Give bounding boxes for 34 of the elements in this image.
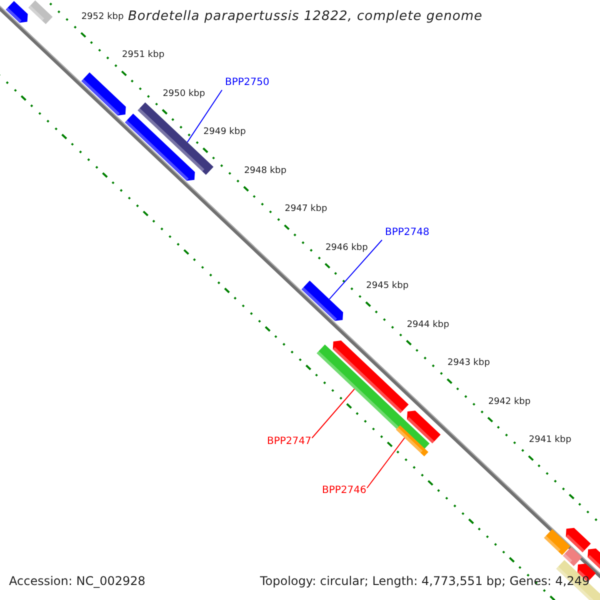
- leader-line: [312, 388, 355, 438]
- scale-label: 2944 kbp: [406, 320, 450, 330]
- gene-label: BPP2750: [225, 77, 270, 89]
- gene-bar: [544, 529, 570, 556]
- scale-label: 2946 kbp: [325, 242, 368, 254]
- scale-label: 2951 kbp: [122, 50, 164, 62]
- gene-bar: [562, 547, 582, 566]
- scale-label: 2941 kbp: [528, 435, 572, 446]
- gene-bar: [332, 340, 409, 414]
- scale-label: 2952 kbp: [81, 12, 124, 23]
- gene-bar: [396, 425, 428, 456]
- scale-label: 2949 kbp: [203, 127, 246, 138]
- gene-label: BPP2746: [322, 485, 366, 497]
- scale-label: 2943 kbp: [448, 358, 490, 369]
- gene-bar: [81, 72, 126, 116]
- genome-stats-text: Topology: circular; Length: 4,773,551 bp; Genes: 4,249: [260, 574, 590, 588]
- scale-label: 2945 kbp: [366, 281, 409, 292]
- leader-line: [328, 240, 382, 300]
- scale-label: 2950 kbp: [162, 88, 206, 100]
- accession-text: Accession: NC_002928: [9, 574, 146, 588]
- scale-label: 2942 kbp: [488, 396, 531, 408]
- gene-label: BPP2748: [385, 227, 430, 239]
- genome-title: Bordetella parapertussis 12822, complete genome: [128, 9, 482, 25]
- gene-label: BPP2747: [267, 436, 312, 448]
- gene-bar: [6, 0, 28, 23]
- gene-bar: [406, 410, 441, 444]
- leader-line: [186, 90, 222, 143]
- gene-bar: [124, 114, 195, 181]
- scale-label: 2947 kbp: [284, 204, 328, 216]
- gene-bar: [566, 528, 591, 552]
- scale-label: 2948 kbp: [244, 166, 286, 177]
- gene-bar: [301, 280, 344, 321]
- gene-bar: [556, 560, 600, 600]
- gene-bar: [28, 0, 53, 24]
